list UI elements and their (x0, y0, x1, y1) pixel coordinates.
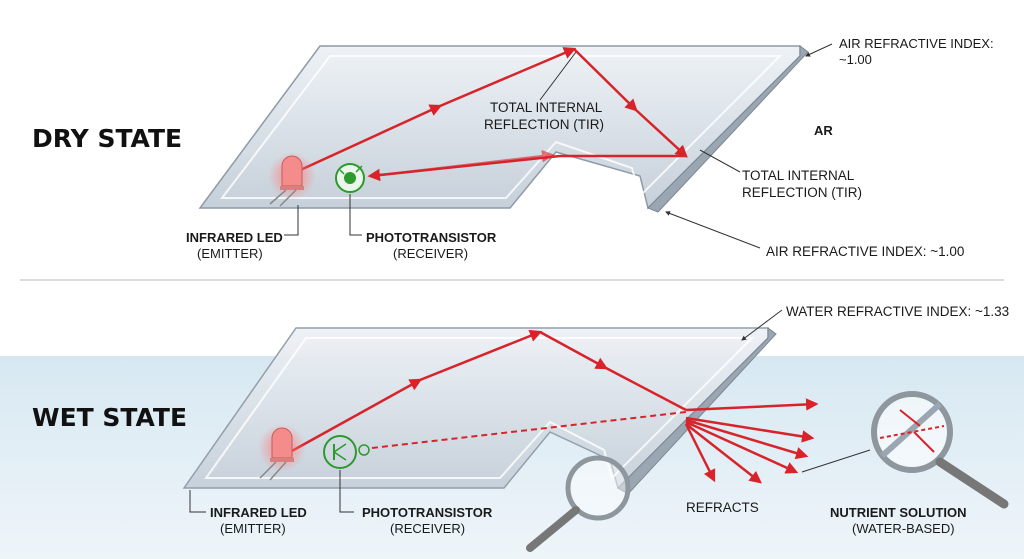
led-icon (258, 424, 306, 481)
tir-outer-label-1: TOTAL INTERNAL (742, 168, 855, 183)
dry-state-panel: DRY STATE (32, 36, 994, 261)
air-index-bottom-label: AIR REFRACTIVE INDEX: ~1.00 (766, 244, 964, 259)
wet-photo-label: PHOTOTRANSISTOR (362, 505, 493, 520)
wet-photo-sublabel: (RECEIVER) (390, 521, 465, 536)
phototransistor-icon (335, 163, 365, 193)
air-index-top-value: ~1.00 (839, 52, 872, 67)
dry-state-title: DRY STATE (32, 124, 182, 153)
wet-led-label: INFRARED LED (210, 505, 307, 520)
tir-outer-label-2: REFLECTION (TIR) (742, 185, 862, 200)
nutrient-sublabel: (WATER-BASED) (852, 521, 955, 536)
tir-inner-label-1: TOTAL INTERNAL (490, 100, 603, 115)
dry-beam-path (295, 47, 688, 182)
magnifier-icon (526, 455, 631, 552)
phototransistor-icon (323, 435, 370, 469)
dry-led-label: INFRARED LED (186, 230, 283, 245)
wet-state-title: WET STATE (32, 403, 187, 432)
tir-inner-label-2: REFLECTION (TIR) (484, 117, 604, 132)
led-icon (268, 152, 316, 207)
air-index-top-label: AIR REFRACTIVE INDEX: (839, 36, 994, 51)
wet-beam-path (289, 329, 819, 484)
dry-photo-label: PHOTOTRANSISTOR (366, 230, 497, 245)
refracts-label: REFRACTS (686, 500, 759, 515)
dry-photo-sublabel: (RECEIVER) (393, 246, 468, 261)
nutrient-label: NUTRIENT SOLUTION (830, 505, 967, 520)
water-index-label: WATER REFRACTIVE INDEX: ~1.33 (786, 304, 1009, 319)
wet-led-sublabel: (EMITTER) (220, 521, 286, 536)
air-short-label: AR (814, 123, 833, 138)
magnifier-icon (871, 391, 1009, 509)
wet-state-panel: WET STATE (0, 304, 1024, 559)
dry-led-sublabel: (EMITTER) (197, 246, 263, 261)
